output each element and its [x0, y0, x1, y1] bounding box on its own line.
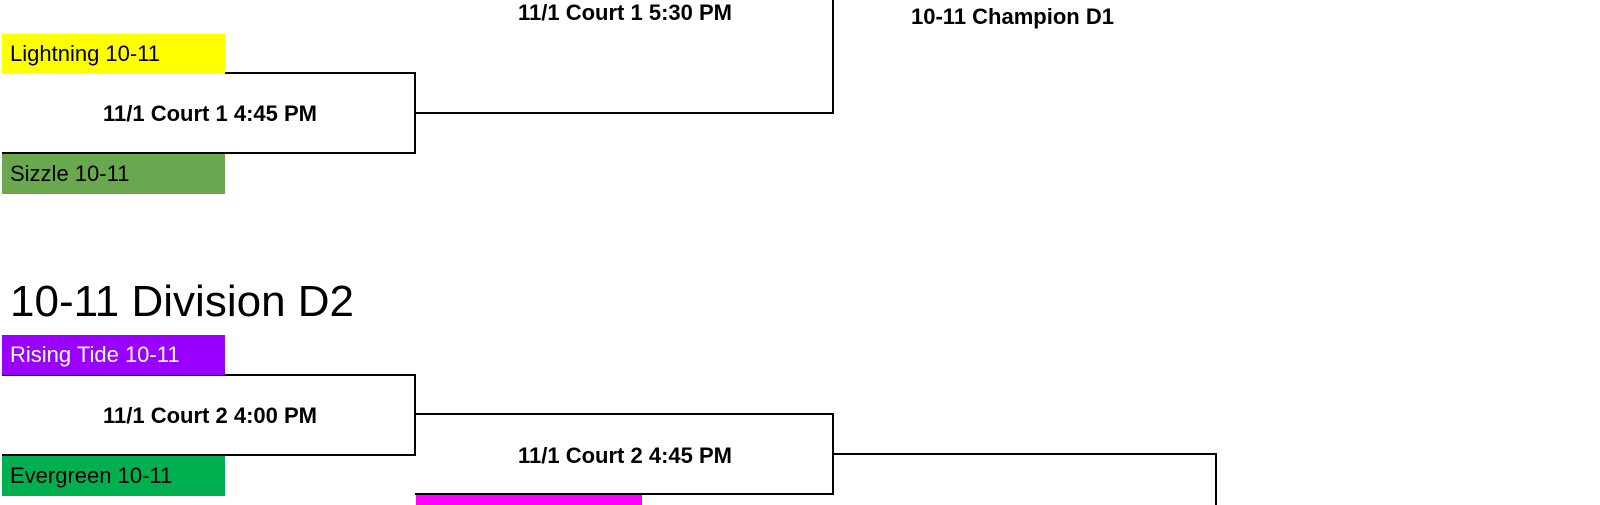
d1-final-game-label: 11/1 Court 1 5:30 PM: [518, 0, 732, 25]
d2-round1-game-label: 11/1 Court 2 4:00 PM: [103, 403, 317, 428]
team-slot-evergreen: Evergreen 10-11: [2, 456, 225, 496]
division-title: 10-11 Division D2: [10, 277, 355, 326]
d2-round2-game-label: 11/1 Court 2 4:45 PM: [518, 443, 732, 468]
d1-semifinal-game-label: 11/1 Court 1 4:45 PM: [103, 101, 317, 126]
team-slot-rising-tide: Rising Tide 10-11: [2, 335, 225, 375]
team-slot-sizzle: Sizzle 10-11: [2, 154, 225, 194]
team-slot-lightning: Lightning 10-11: [2, 34, 225, 74]
team-slot-magenta: [416, 495, 642, 505]
d1-final-connector: [415, 0, 834, 114]
d2-final-connector: [833, 453, 1217, 505]
d1-champion-label: 10-11 Champion D1: [911, 4, 1114, 29]
